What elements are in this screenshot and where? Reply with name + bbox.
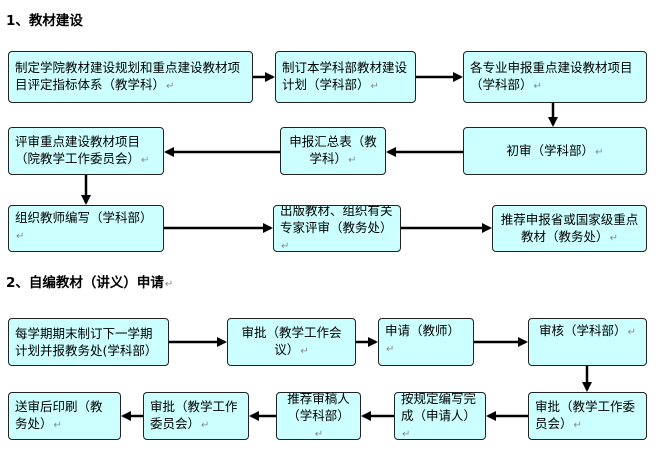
step-audit-text: 审核（学科部） xyxy=(539,323,627,338)
paragraph-mark-icon: ↵ xyxy=(16,231,25,242)
step-apply-text: 各专业申报重点建设教材项目（学科部） xyxy=(470,60,633,92)
paragraph-mark-icon: ↵ xyxy=(573,420,582,431)
paragraph-mark-icon: ↵ xyxy=(609,232,618,244)
step-term-plan-text: 每学期期末制订下一学期计划并报教务处(学科部） xyxy=(15,326,158,358)
section2-heading: 2、自编教材（讲义）申请↵ xyxy=(6,275,173,293)
step-subject-plan-text: 制订本学科部教材建设计划（学科部） xyxy=(282,60,408,92)
step-teacher-apply-box: 申请（教师） ↵ xyxy=(378,318,474,366)
step-audit-box: 审核（学科部）↵ xyxy=(528,318,647,366)
step-first-review-text: 初审（学科部） xyxy=(506,142,595,158)
step-print-box: 送审后印刷（教务处）↵ xyxy=(8,392,121,440)
step-publish-text: 出版教材、组织有关专家评审（教务处） xyxy=(280,205,393,235)
paragraph-mark-icon: ↵ xyxy=(627,327,636,338)
step-approve-committee2-box: 审批（教学工作委员会）↵ xyxy=(528,392,647,440)
paragraph-mark-icon: ↵ xyxy=(314,428,324,440)
section1-heading-text: 1、教材建设 xyxy=(6,13,83,29)
paragraph-mark-icon: ↵ xyxy=(533,81,542,92)
step-summary-box: 申报汇总表（教学科）↵ xyxy=(280,127,386,175)
step-plan-box: 制定学院教材建设规划和重点建设教材项目评定指标体系（教学科）↵ xyxy=(8,51,253,103)
step-compile-text: 组织教师编写（学科部） xyxy=(15,210,153,225)
step-review-project-box: 评审重点建设教材项目（院教学工作委员会）↵ xyxy=(8,127,164,175)
step-reviewer-box: 推荐审稿人（学科部） ↵ xyxy=(276,392,361,440)
step-apply-box: 各专业申报重点建设教材项目（学科部）↵ xyxy=(463,51,647,103)
step-compile-box: 组织教师编写（学科部） ↵ xyxy=(8,205,164,252)
paragraph-mark-icon: ↵ xyxy=(164,279,174,290)
step-recommend-text: 推荐申报省或国家级重点教材（教务处） xyxy=(500,211,639,244)
step-approve-committee-box: 审批（教学工作委员会）↵ xyxy=(143,392,249,440)
paragraph-mark-icon: ↵ xyxy=(402,428,411,440)
step-approve-committee2-text: 审批（教学工作委员会） xyxy=(535,399,636,431)
step-write-text: 按规定编写完成（申请人） xyxy=(401,392,477,423)
section2-heading-text: 2、自编教材（讲义）申请 xyxy=(6,275,164,291)
paragraph-mark-icon: ↵ xyxy=(348,155,357,166)
step-summary-text: 申报汇总表（教学科） xyxy=(289,134,377,166)
paragraph-mark-icon: ↵ xyxy=(53,420,62,431)
step-approve-meeting-text: 审批（教学工作会议） xyxy=(241,325,342,357)
paragraph-mark-icon: ↵ xyxy=(281,241,290,252)
step-subject-plan-box: 制订本学科部教材建设计划（学科部）↵ xyxy=(275,51,416,103)
step-term-plan-box: 每学期期末制订下一学期计划并报教务处(学科部） xyxy=(8,318,169,366)
section1-heading: 1、教材建设 xyxy=(6,13,83,29)
paragraph-mark-icon: ↵ xyxy=(300,346,309,357)
paragraph-mark-icon: ↵ xyxy=(386,344,395,355)
paragraph-mark-icon: ↵ xyxy=(370,81,379,92)
paragraph-mark-icon: ↵ xyxy=(595,146,604,158)
step-teacher-apply-text: 申请（教师） xyxy=(385,323,461,338)
step-review-project-text: 评审重点建设教材项目（院教学工作委员会） xyxy=(15,134,141,166)
paragraph-mark-icon: ↵ xyxy=(166,81,175,92)
step-recommend-box: 推荐申报省或国家级重点教材（教务处）↵ xyxy=(492,205,647,252)
paragraph-mark-icon: ↵ xyxy=(201,420,210,431)
step-publish-box: 出版教材、组织有关专家评审（教务处） ↵ xyxy=(273,205,401,252)
step-write-box: 按规定编写完成（申请人） ↵ xyxy=(394,392,486,440)
paragraph-mark-icon: ↵ xyxy=(141,155,150,166)
step-plan-text: 制定学院教材建设规划和重点建设教材项目评定指标体系（教学科） xyxy=(15,60,241,92)
step-approve-meeting-box: 审批（教学工作会议）↵ xyxy=(227,318,356,366)
step-print-text: 送审后印刷（教务处） xyxy=(15,399,103,431)
step-first-review-box: 初审（学科部）↵ xyxy=(463,127,647,175)
step-reviewer-text: 推荐审稿人（学科部） xyxy=(287,392,350,423)
step-approve-committee-text: 审批（教学工作委员会） xyxy=(150,399,238,431)
